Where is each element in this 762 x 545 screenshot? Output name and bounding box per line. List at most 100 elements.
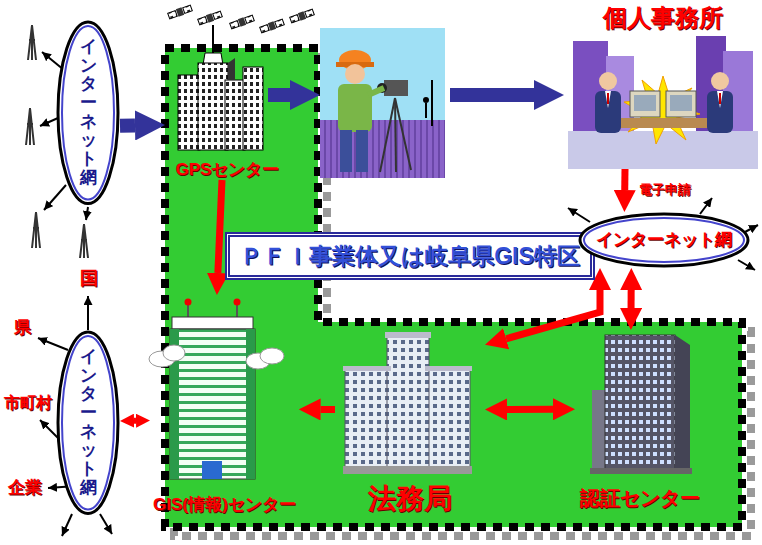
private-office-picture — [568, 36, 758, 169]
legal-affairs-bureau-picture — [343, 466, 472, 474]
satellites — [198, 17, 208, 25]
ellipse-outline — [62, 26, 114, 200]
edge-label: 電子申請 — [637, 183, 693, 198]
gis-center: GIS(情報)センター — [150, 295, 299, 515]
connector-arrow — [321, 406, 335, 413]
zone-banner: ＰＦＩ事業体又は岐阜県GIS特区 — [225, 232, 595, 280]
private-office-picture — [605, 91, 611, 108]
satellites — [230, 21, 240, 29]
network-arrow — [62, 514, 72, 536]
private-office-picture — [599, 72, 617, 90]
legal-affairs-bureau-picture — [427, 370, 470, 470]
gps-center-picture — [198, 63, 228, 150]
antenna — [80, 224, 88, 258]
gis-center-picture — [246, 329, 255, 479]
private-office-picture — [711, 72, 729, 90]
zone-area — [165, 48, 742, 527]
connector-arrow — [628, 290, 635, 308]
gps-center-picture — [243, 67, 263, 150]
network-ellipse: インターネット網 — [56, 20, 120, 206]
node-label: インターネット網 — [80, 348, 97, 498]
legal-affairs-bureau-picture — [335, 330, 485, 478]
flow-arrow — [268, 95, 534, 96]
network-target-label: 市町村 — [4, 394, 52, 412]
satellites — [168, 11, 178, 19]
connector-arrow — [134, 418, 136, 424]
antenna — [28, 25, 36, 60]
network-ellipse: インターネット網 — [578, 212, 750, 268]
certification-center-picture — [590, 468, 692, 474]
certification-center: 認証センター — [575, 330, 705, 510]
flow-arrow — [268, 88, 290, 102]
private-office-picture — [568, 131, 758, 169]
gis-center-picture — [260, 348, 284, 364]
ellipse-outline — [584, 218, 744, 262]
node-label: インターネット網 — [596, 230, 732, 250]
node-label: 法務局 — [368, 483, 452, 515]
node-label: インターネット網 — [80, 38, 97, 188]
private-office-picture — [595, 91, 621, 133]
gps-center-picture — [178, 75, 200, 150]
network-arrow — [87, 296, 89, 330]
connector-arrow — [621, 169, 628, 190]
network-arrow — [38, 52, 758, 536]
node-label: 認証センター — [580, 487, 700, 510]
certification-center-picture — [605, 335, 675, 470]
surveyor-picture — [340, 130, 352, 172]
antenna — [26, 108, 34, 145]
ellipse-outline — [58, 332, 118, 514]
gis-center-picture — [172, 317, 253, 329]
gps-center-picture — [165, 25, 290, 155]
connector-arrow — [506, 290, 600, 339]
satellites — [259, 18, 284, 34]
gis-center-picture — [234, 299, 241, 306]
private-office-picture — [707, 91, 733, 133]
network-ellipse: インターネット網 — [56, 330, 120, 516]
zone-area — [165, 48, 742, 527]
gis-center-picture — [163, 345, 185, 361]
gis-center-picture — [149, 345, 284, 369]
network-arrow — [44, 185, 66, 210]
gis-center-picture — [150, 295, 296, 487]
gis-center-picture — [185, 299, 192, 306]
network-arrow — [568, 208, 590, 222]
connector-arrow — [120, 118, 135, 132]
surveyor-picture — [368, 88, 384, 95]
gis-center-picture — [202, 461, 222, 479]
legal-affairs-bureau: 法務局 — [335, 330, 485, 515]
satellites — [229, 14, 254, 30]
flow-arrow — [450, 88, 534, 102]
network-target-label: 国 — [80, 268, 98, 289]
private-office-picture — [717, 91, 723, 108]
gps-center-picture — [228, 58, 235, 80]
surveyor-picture — [423, 97, 429, 103]
network-arrow — [86, 207, 88, 220]
surveyor-picture — [320, 28, 445, 178]
private-office-picture — [634, 95, 656, 111]
legal-affairs-bureau-picture — [385, 332, 431, 338]
gps-center-picture — [225, 80, 245, 150]
network-arrow — [700, 198, 712, 214]
connector-arrow — [507, 406, 553, 413]
private-office-picture — [630, 91, 660, 117]
satellites — [245, 15, 255, 23]
private-office-picture — [624, 76, 700, 144]
antenna — [32, 212, 40, 248]
network-target-label: 企業 — [8, 478, 42, 498]
ellipse-outline — [62, 336, 114, 510]
private-office: 個人事務所 — [568, 4, 758, 169]
legal-affairs-bureau-picture — [387, 335, 429, 470]
surveyor-picture — [356, 130, 368, 172]
satellites — [167, 4, 192, 20]
network-arrow — [100, 514, 112, 534]
satellites — [197, 10, 222, 26]
network-arrow — [738, 260, 755, 270]
node-label: GIS(情報)センター — [153, 495, 296, 515]
private-office-picture — [608, 118, 718, 128]
private-office-picture — [607, 93, 609, 104]
private-office-picture — [719, 93, 721, 104]
gps-center: GPSセンター — [165, 25, 290, 180]
ellipse-outline — [580, 214, 748, 266]
certification-center-picture — [675, 335, 690, 470]
legal-affairs-bureau-picture — [425, 366, 472, 371]
